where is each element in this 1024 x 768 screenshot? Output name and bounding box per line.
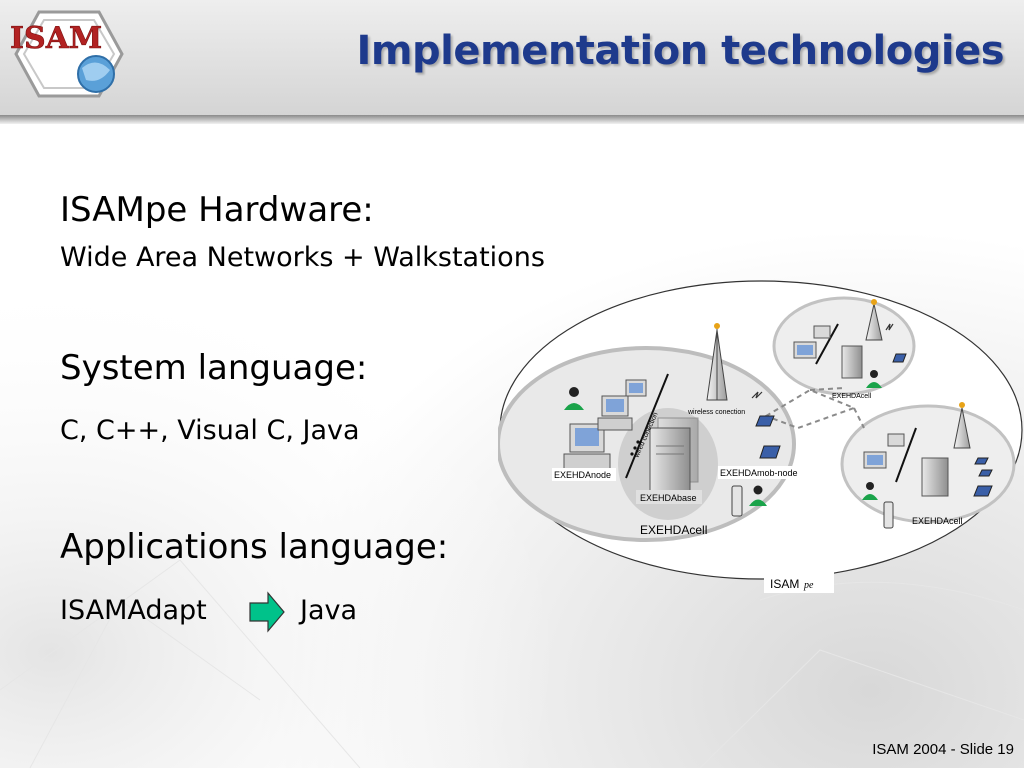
label-isam-subscript: pe <box>803 580 814 591</box>
user-person-icon <box>862 482 878 500</box>
section-heading-system-language: System language: <box>60 348 368 388</box>
label-exehda-cell-right: EXEHDAcell <box>912 516 963 526</box>
server-icon <box>649 417 699 493</box>
inter-cell-links <box>763 387 865 430</box>
desktop-computer-icon <box>597 395 633 431</box>
laptop-icon <box>759 445 781 459</box>
section-detail-hardware: Wide Area Networks + Walkstations <box>60 242 545 273</box>
wired-link-right <box>895 427 917 483</box>
laptop-icon <box>973 485 993 497</box>
antenna-tower-right-icon <box>953 402 971 449</box>
isam-logo: ISAM <box>10 10 124 98</box>
desktop-computer-icon <box>887 433 905 447</box>
label-isam: ISAM <box>770 577 799 591</box>
logo-text: ISAM <box>10 21 102 56</box>
desktop-computer-icon <box>793 341 817 359</box>
section-heading-applications-language: Applications language: <box>60 527 449 567</box>
desktop-computer-icon <box>625 379 647 397</box>
antenna-tower-top-icon <box>865 299 883 341</box>
laptop-icon <box>755 415 775 427</box>
mobile-phone-icon <box>731 485 743 517</box>
wireless-signal-top-icon <box>885 323 894 331</box>
user-person-icon <box>749 485 767 506</box>
network-diagram: EXEHDAnode EXEHDAbase EXEHDAmob-node EXE… <box>498 280 1023 593</box>
mobile-phone-icon <box>883 501 894 529</box>
user-person-icon <box>564 387 584 410</box>
server-icon <box>921 457 949 497</box>
slide-footer: ISAM 2004 - Slide 19 <box>872 741 1014 758</box>
label-exehda-base: EXEHDAbase <box>640 493 697 503</box>
applications-language-from: ISAMAdapt <box>60 595 207 626</box>
slide-title: Implementation technologies <box>356 28 1004 74</box>
desktop-computer-icon <box>563 423 611 473</box>
header-band <box>0 0 1024 118</box>
server-icon <box>841 345 863 379</box>
label-exehda-cell-main: EXEHDAcell <box>640 523 707 537</box>
antenna-tower-main-icon <box>706 323 728 401</box>
user-person-icon <box>866 370 882 388</box>
wired-dots <box>630 440 640 456</box>
laptop-icon <box>974 457 989 465</box>
wired-link <box>625 373 669 479</box>
label-exehda-mob-node: EXEHDAmob-node <box>720 468 798 478</box>
desktop-computer-icon <box>813 325 831 339</box>
wired-link-top <box>815 323 839 365</box>
label-exehda-node: EXEHDAnode <box>554 470 611 480</box>
right-arrow-icon <box>249 591 285 633</box>
label-exehda-cell-top: EXEHDAcell <box>832 393 872 400</box>
section-detail-system-language: C, C++, Visual C, Java <box>60 415 360 446</box>
applications-language-to: Java <box>300 595 358 626</box>
header-divider <box>0 115 1024 124</box>
wireless-signal-icon <box>751 391 763 399</box>
section-heading-hardware: ISAMpe Hardware: <box>60 190 374 230</box>
laptop-icon <box>978 469 993 477</box>
label-wireless-connection: wireless conection <box>687 409 745 416</box>
laptop-icon <box>892 353 907 363</box>
desktop-computer-icon <box>863 451 887 469</box>
